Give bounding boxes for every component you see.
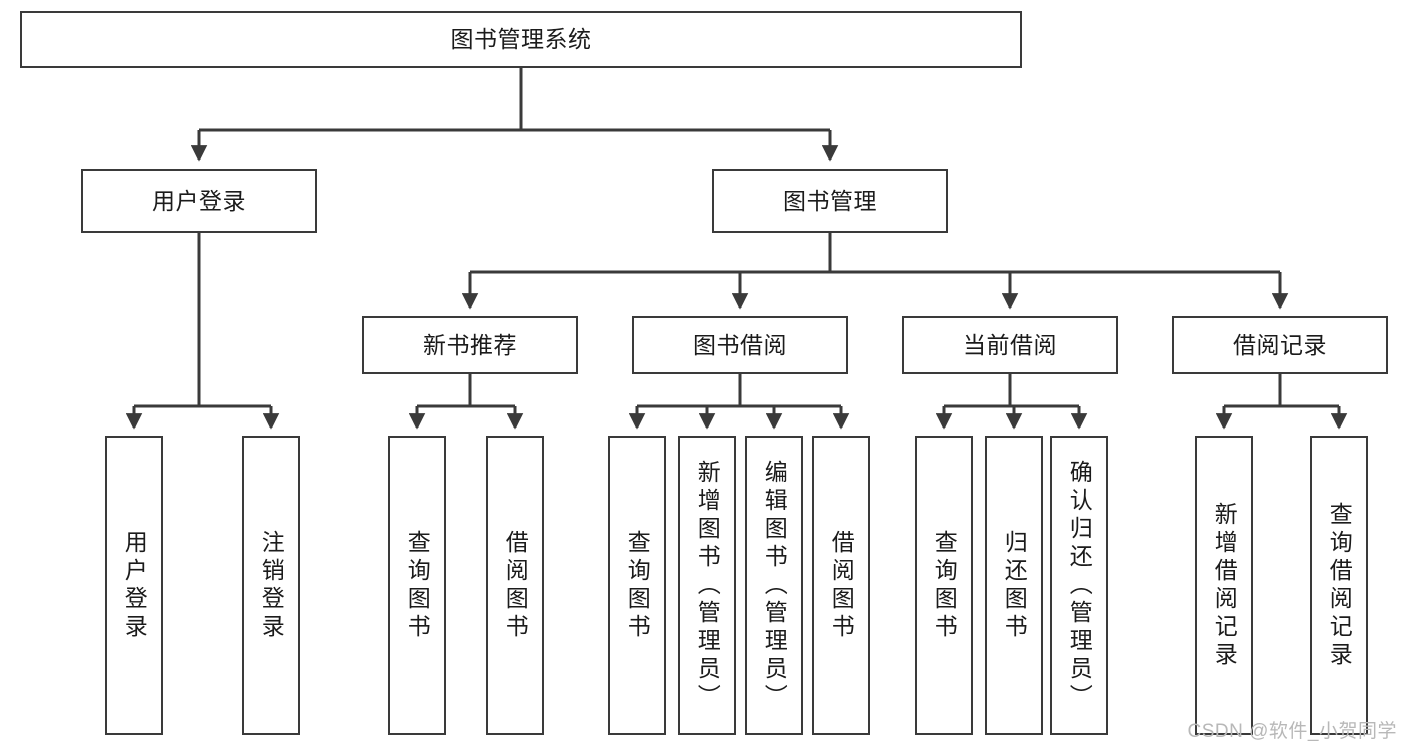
node-leaf-query-book-1-label: 查询图书 bbox=[404, 529, 431, 642]
node-borrow-record-label: 借阅记录 bbox=[1233, 331, 1327, 358]
node-book-borrow[interactable]: 图书借阅 bbox=[632, 316, 848, 374]
node-leaf-borrow-book-1-label: 借阅图书 bbox=[502, 529, 529, 642]
node-leaf-user-login-label: 用户登录 bbox=[121, 529, 148, 642]
node-leaf-user-logout[interactable]: 注销登录 bbox=[242, 436, 300, 735]
node-user-login[interactable]: 用户登录 bbox=[81, 169, 317, 233]
node-book-borrow-label: 图书借阅 bbox=[693, 331, 787, 358]
node-leaf-add-record[interactable]: 新增借阅记录 bbox=[1195, 436, 1253, 735]
watermark: CSDN @软件_小贺同学 bbox=[1187, 721, 1397, 742]
node-leaf-edit-book[interactable]: 编辑图书（管理员） bbox=[745, 436, 803, 735]
node-leaf-return-book-label: 归还图书 bbox=[1001, 529, 1028, 642]
node-root[interactable]: 图书管理系统 bbox=[20, 11, 1022, 68]
node-leaf-add-book[interactable]: 新增图书（管理员） bbox=[678, 436, 736, 735]
node-leaf-edit-book-label: 编辑图书（管理员） bbox=[761, 459, 788, 712]
node-leaf-borrow-book-2[interactable]: 借阅图书 bbox=[812, 436, 870, 735]
node-book-manage-label: 图书管理 bbox=[783, 187, 877, 214]
node-leaf-query-book-1[interactable]: 查询图书 bbox=[388, 436, 446, 735]
node-new-book-recommend-label: 新书推荐 bbox=[423, 331, 517, 358]
node-leaf-query-record-label: 查询借阅记录 bbox=[1326, 501, 1353, 670]
node-leaf-user-login[interactable]: 用户登录 bbox=[105, 436, 163, 735]
node-root-label: 图书管理系统 bbox=[450, 26, 592, 53]
node-leaf-query-book-3-label: 查询图书 bbox=[931, 529, 958, 642]
node-current-borrow[interactable]: 当前借阅 bbox=[902, 316, 1118, 374]
node-new-book-recommend[interactable]: 新书推荐 bbox=[362, 316, 578, 374]
node-leaf-add-record-label: 新增借阅记录 bbox=[1211, 501, 1238, 670]
node-book-manage[interactable]: 图书管理 bbox=[712, 169, 948, 233]
node-current-borrow-label: 当前借阅 bbox=[963, 331, 1057, 358]
node-leaf-add-book-label: 新增图书（管理员） bbox=[694, 459, 721, 712]
node-leaf-query-book-2-label: 查询图书 bbox=[624, 529, 651, 642]
node-leaf-confirm-return[interactable]: 确认归还（管理员） bbox=[1050, 436, 1108, 735]
node-leaf-borrow-book-2-label: 借阅图书 bbox=[828, 529, 855, 642]
node-leaf-confirm-return-label: 确认归还（管理员） bbox=[1066, 459, 1093, 712]
node-leaf-query-book-2[interactable]: 查询图书 bbox=[608, 436, 666, 735]
node-leaf-query-book-3[interactable]: 查询图书 bbox=[915, 436, 973, 735]
node-leaf-user-logout-label: 注销登录 bbox=[258, 529, 285, 642]
node-borrow-record[interactable]: 借阅记录 bbox=[1172, 316, 1388, 374]
node-leaf-borrow-book-1[interactable]: 借阅图书 bbox=[486, 436, 544, 735]
node-user-login-label: 用户登录 bbox=[152, 187, 246, 214]
node-leaf-return-book[interactable]: 归还图书 bbox=[985, 436, 1043, 735]
node-leaf-query-record[interactable]: 查询借阅记录 bbox=[1310, 436, 1368, 735]
